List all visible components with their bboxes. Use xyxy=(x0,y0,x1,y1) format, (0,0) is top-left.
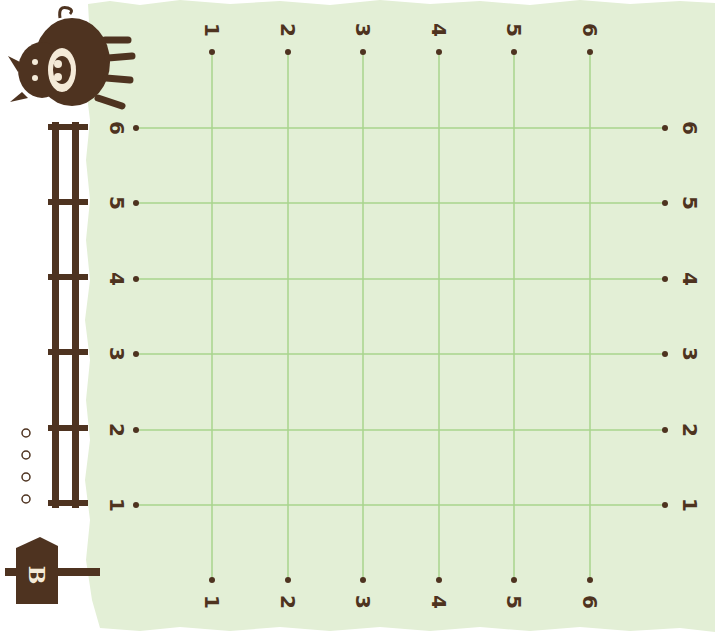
grid-coordinate: 2 xyxy=(278,595,298,609)
grid-coordinate: 5 xyxy=(680,196,700,210)
grid-coordinate: 2 xyxy=(278,23,298,37)
grid-coordinate: 1 xyxy=(680,498,700,512)
grid-coordinate: 1 xyxy=(202,23,222,37)
grid-dots xyxy=(133,49,668,583)
sign-letter: B xyxy=(26,566,48,585)
grid-coordinate: 6 xyxy=(580,23,600,37)
grid-coordinate: 3 xyxy=(107,347,127,361)
grid-coordinate: 6 xyxy=(107,121,127,135)
grid-coordinate: 5 xyxy=(504,595,524,609)
grid-coordinate: 3 xyxy=(353,595,373,609)
grid-coordinate: 2 xyxy=(107,423,127,437)
grid-coordinate: 2 xyxy=(680,423,700,437)
grass-ground xyxy=(85,0,715,632)
grid-coordinate: 4 xyxy=(680,272,700,286)
grid-coordinate: 1 xyxy=(202,595,222,609)
fence xyxy=(48,122,88,508)
grid-coordinate: 3 xyxy=(680,347,700,361)
grid-coordinate: 4 xyxy=(429,23,449,37)
grid-coordinate: 6 xyxy=(680,121,700,135)
grid-coordinate: 1 xyxy=(107,498,127,512)
grid-coordinate: 4 xyxy=(107,272,127,286)
grid-coordinate: 5 xyxy=(107,196,127,210)
grid-coordinate: 6 xyxy=(580,595,600,609)
sign-post xyxy=(5,537,100,604)
grid-coordinate: 3 xyxy=(353,23,373,37)
counter-circles xyxy=(22,429,30,503)
grid-lines xyxy=(136,52,665,580)
grid-coordinate: 4 xyxy=(429,595,449,609)
cow-illustration xyxy=(8,7,132,106)
grid-coordinate: 5 xyxy=(504,23,524,37)
